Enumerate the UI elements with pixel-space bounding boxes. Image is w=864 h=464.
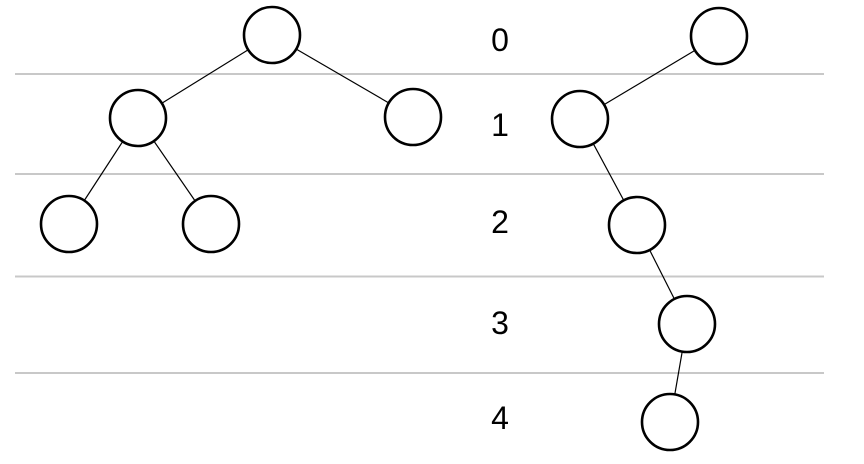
level-label: 1 <box>491 107 509 143</box>
level-label: 2 <box>491 204 509 240</box>
right-degenerate-tree-node-level-4 <box>640 392 700 452</box>
right-degenerate-tree-node-level-2 <box>607 195 667 255</box>
left-balanced-tree-node-level-0 <box>242 5 302 65</box>
right-degenerate-tree-node-level-3 <box>657 294 717 354</box>
left-balanced-tree-node-level-1 <box>108 88 168 148</box>
left-balanced-tree-node-level-2 <box>39 194 99 254</box>
left-balanced-tree-node-level-2 <box>181 194 241 254</box>
right-degenerate-tree-node-level-0 <box>689 6 749 66</box>
level-label: 0 <box>491 22 509 58</box>
level-label: 3 <box>491 305 509 341</box>
left-balanced-tree-node-level-1 <box>383 87 443 147</box>
right-degenerate-tree-node-level-1 <box>550 89 610 149</box>
level-label: 4 <box>491 400 509 436</box>
